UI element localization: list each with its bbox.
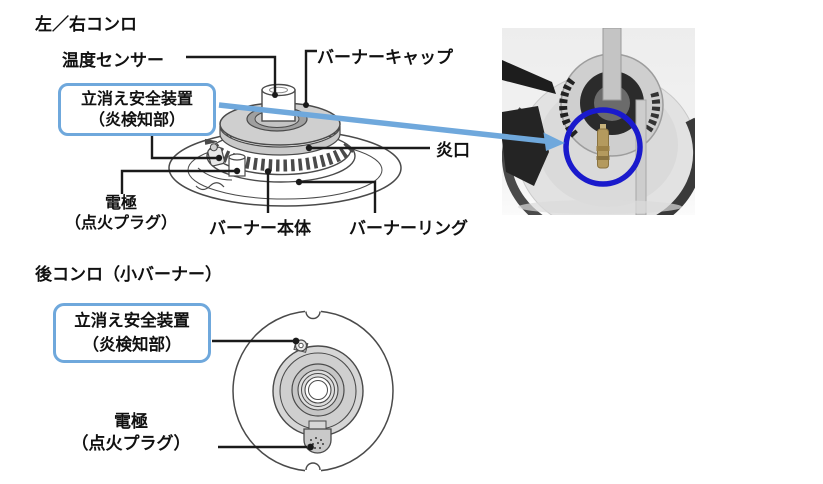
photo-flame-sensor [596,124,610,169]
temp-sensor-shape [261,83,296,122]
rear-burner-center-rings [291,363,345,417]
photo-shadow [518,200,682,214]
leader-dots-top [215,92,313,186]
highlight-circle [563,107,643,187]
electrode-label-line2: （点火プラグ） [64,215,177,232]
burner-photo [502,28,695,215]
photo-pan-support-top [502,60,556,94]
photo-center-shaft [602,28,622,101]
leader-lines-bottom [212,339,307,449]
label-burner-cap: バーナーキャップ [317,48,453,67]
leader-lines-top [120,49,430,213]
photo-cap-teeth-right [644,90,661,133]
label-burner-body: バーナー本体 [209,219,311,238]
photo-pan-support-left [502,106,549,186]
safety-device-label-line2: （炎検知部） [82,336,182,354]
label-temp-sensor: 温度センサー [62,51,164,70]
label-electrode-bottom: 電極 （点火プラグ） [45,411,217,455]
leader-dots-bottom [292,337,314,451]
ring-notches [305,307,321,474]
label-burner-ring: バーナーリング [349,219,468,238]
label-flame-port: 炎口 [436,141,470,160]
label-electrode-top: 電極 （点火プラグ） [60,194,182,234]
electrode-label-line2: （点火プラグ） [71,434,191,453]
safety-device-label-line2: （炎検知部） [88,112,185,129]
photo-cap-teeth-left [559,77,578,138]
section-title-rear-burner: 後コンロ（小バーナー） [35,265,222,284]
electrode-label-line1: 電極 [114,412,148,431]
safety-device-callout-top: 立消え安全装置 （炎検知部） [58,83,216,136]
safety-device-callout-bottom: 立消え安全装置 （炎検知部） [53,303,211,363]
electrode-label-line1: 電極 [104,195,137,212]
base-wavy-detail [195,182,225,191]
section-title-left-right-burner: 左／右コンロ [35,15,137,34]
photo-ring-edge-right [656,117,695,215]
safety-device-label-line1: 立消え安全装置 [74,312,190,330]
safety-device-label-line1: 立消え安全装置 [80,91,193,108]
blue-arrow [218,102,565,151]
